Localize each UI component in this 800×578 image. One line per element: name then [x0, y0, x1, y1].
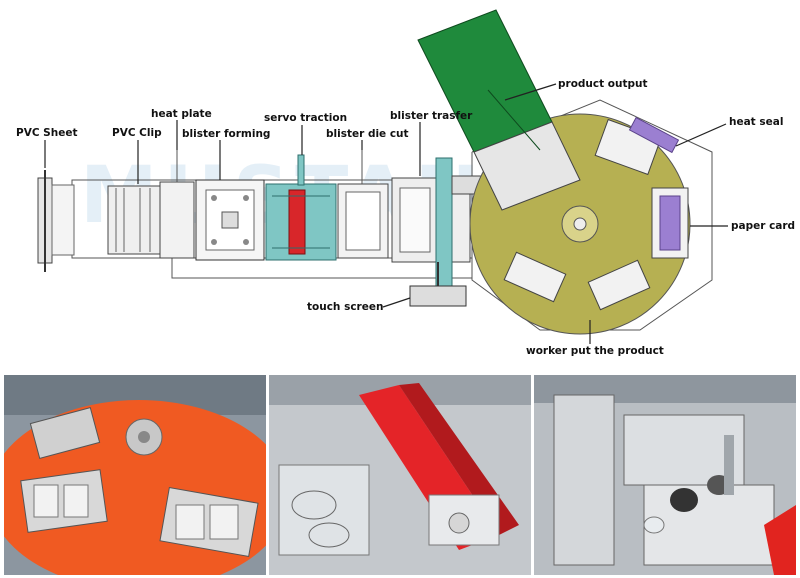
- label-pvc-sheet: PVC Sheet: [16, 127, 78, 139]
- blister-transfer-unit: [391, 157, 543, 299]
- photo-die-cut: [534, 375, 796, 575]
- label-blister-forming: blister forming: [182, 128, 271, 140]
- machine-layout-diagram: MUSTANG: [37, 9, 728, 344]
- touch-screen: [409, 262, 467, 307]
- label-product-output: product output: [558, 78, 648, 90]
- photo-servo-roller: [269, 375, 531, 575]
- label-heat-plate: heat plate: [151, 108, 212, 120]
- blister-die-cut-unit: [337, 140, 389, 259]
- label-worker-put-product: worker put the product: [526, 345, 664, 357]
- leader-lines: [44, 83, 728, 344]
- label-blister-transfer: blister trasfer: [390, 110, 473, 122]
- label-heat-seal: heat seal: [729, 116, 784, 128]
- label-servo-traction: servo traction: [264, 112, 348, 124]
- pvc-sheet-roll: [37, 170, 75, 272]
- paper-card-stack: [651, 187, 689, 259]
- heat-plate-unit: [159, 150, 195, 259]
- blister-forming-unit: [195, 179, 265, 261]
- pvc-clip-unit: [107, 185, 161, 255]
- label-touch-screen: touch screen: [307, 301, 384, 313]
- label-pvc-clip: PVC Clip: [112, 127, 162, 139]
- heat-seal-strip: [628, 116, 680, 154]
- label-blister-die-cut: blister die cut: [326, 128, 409, 140]
- label-paper-card: paper card: [731, 220, 796, 232]
- photo-turntable: [4, 375, 266, 575]
- product-output-conveyor: [417, 9, 581, 211]
- servo-traction-unit: [265, 154, 337, 261]
